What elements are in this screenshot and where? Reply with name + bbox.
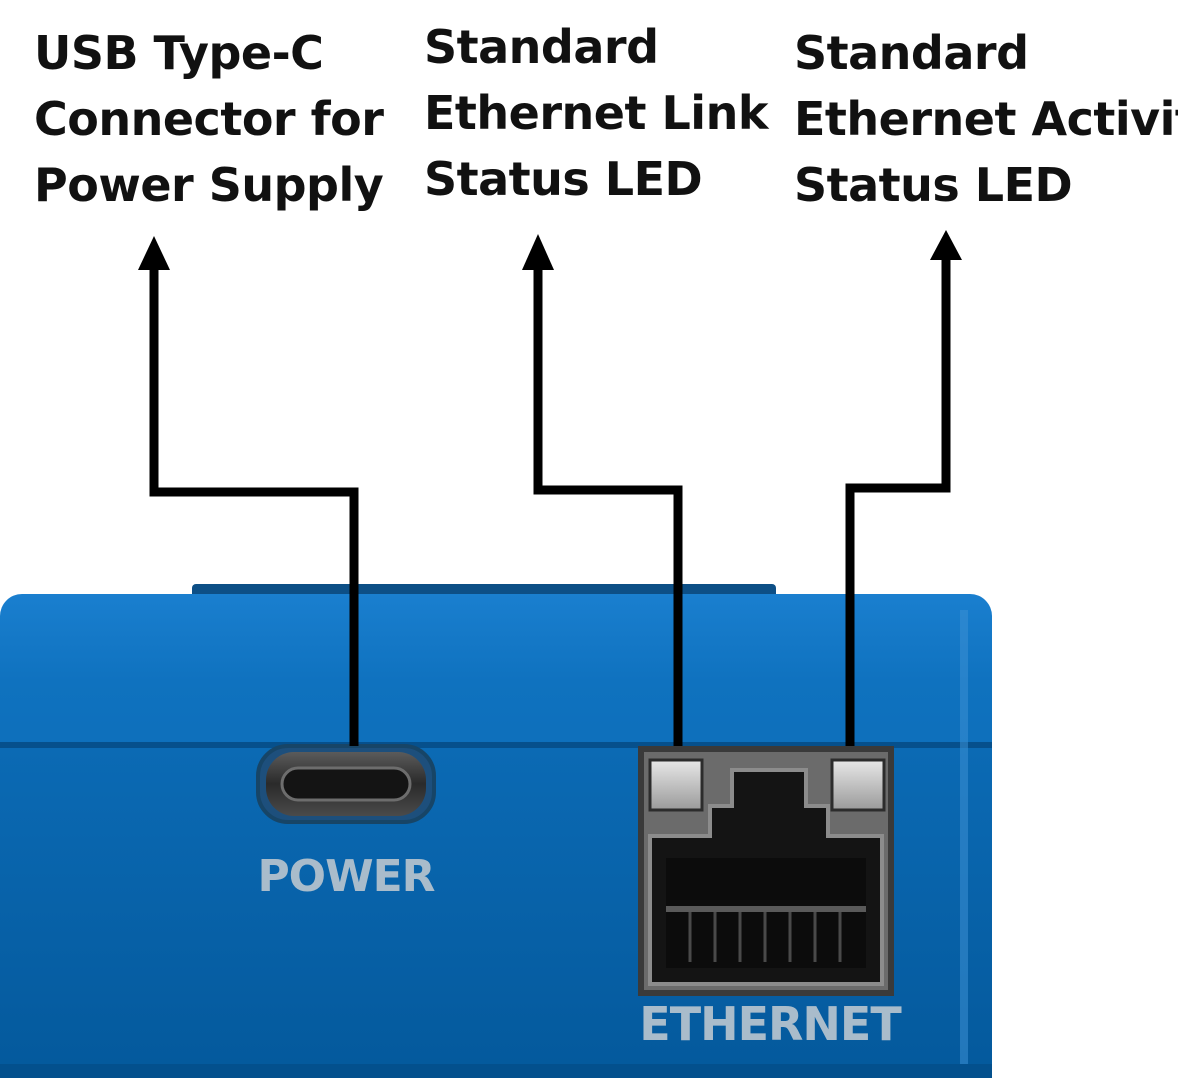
enclosure-seam [0,742,992,748]
link-led-arrow [522,234,683,746]
enclosure-bottom-edge [0,1064,992,1078]
arrowhead-icon [138,236,170,270]
activity-led-callout: Standard Ethernet Activity Status LED [794,20,1178,218]
callout-line: Ethernet Link [424,86,768,140]
ethernet-port-label: ETHERNET [639,997,902,1051]
link-led-callout: Standard Ethernet Link Status LED [424,14,768,212]
arrowhead-icon [930,230,962,260]
callout-line: Standard [794,26,1029,80]
arrowhead-icon [522,234,554,270]
usb-c-port [256,744,436,824]
callout-line: Connector for [34,92,384,146]
usb-connector-callout: USB Type-C Connector for Power Supply [34,20,384,218]
callout-line: Ethernet Activity [794,92,1178,146]
callout-line: Power Supply [34,158,384,212]
callout-line: Status LED [794,158,1073,212]
callout-line: Status LED [424,152,703,206]
callout-line: USB Type-C [34,26,324,80]
ethernet-port [638,746,894,996]
power-port-label: POWER [257,851,434,902]
link-status-led [648,758,704,812]
activity-led-arrow [845,230,962,746]
activity-status-led [830,758,886,812]
enclosure-edge-highlight [960,610,968,1078]
callout-line: Standard [424,20,659,74]
usb-connector-arrow [138,236,359,746]
